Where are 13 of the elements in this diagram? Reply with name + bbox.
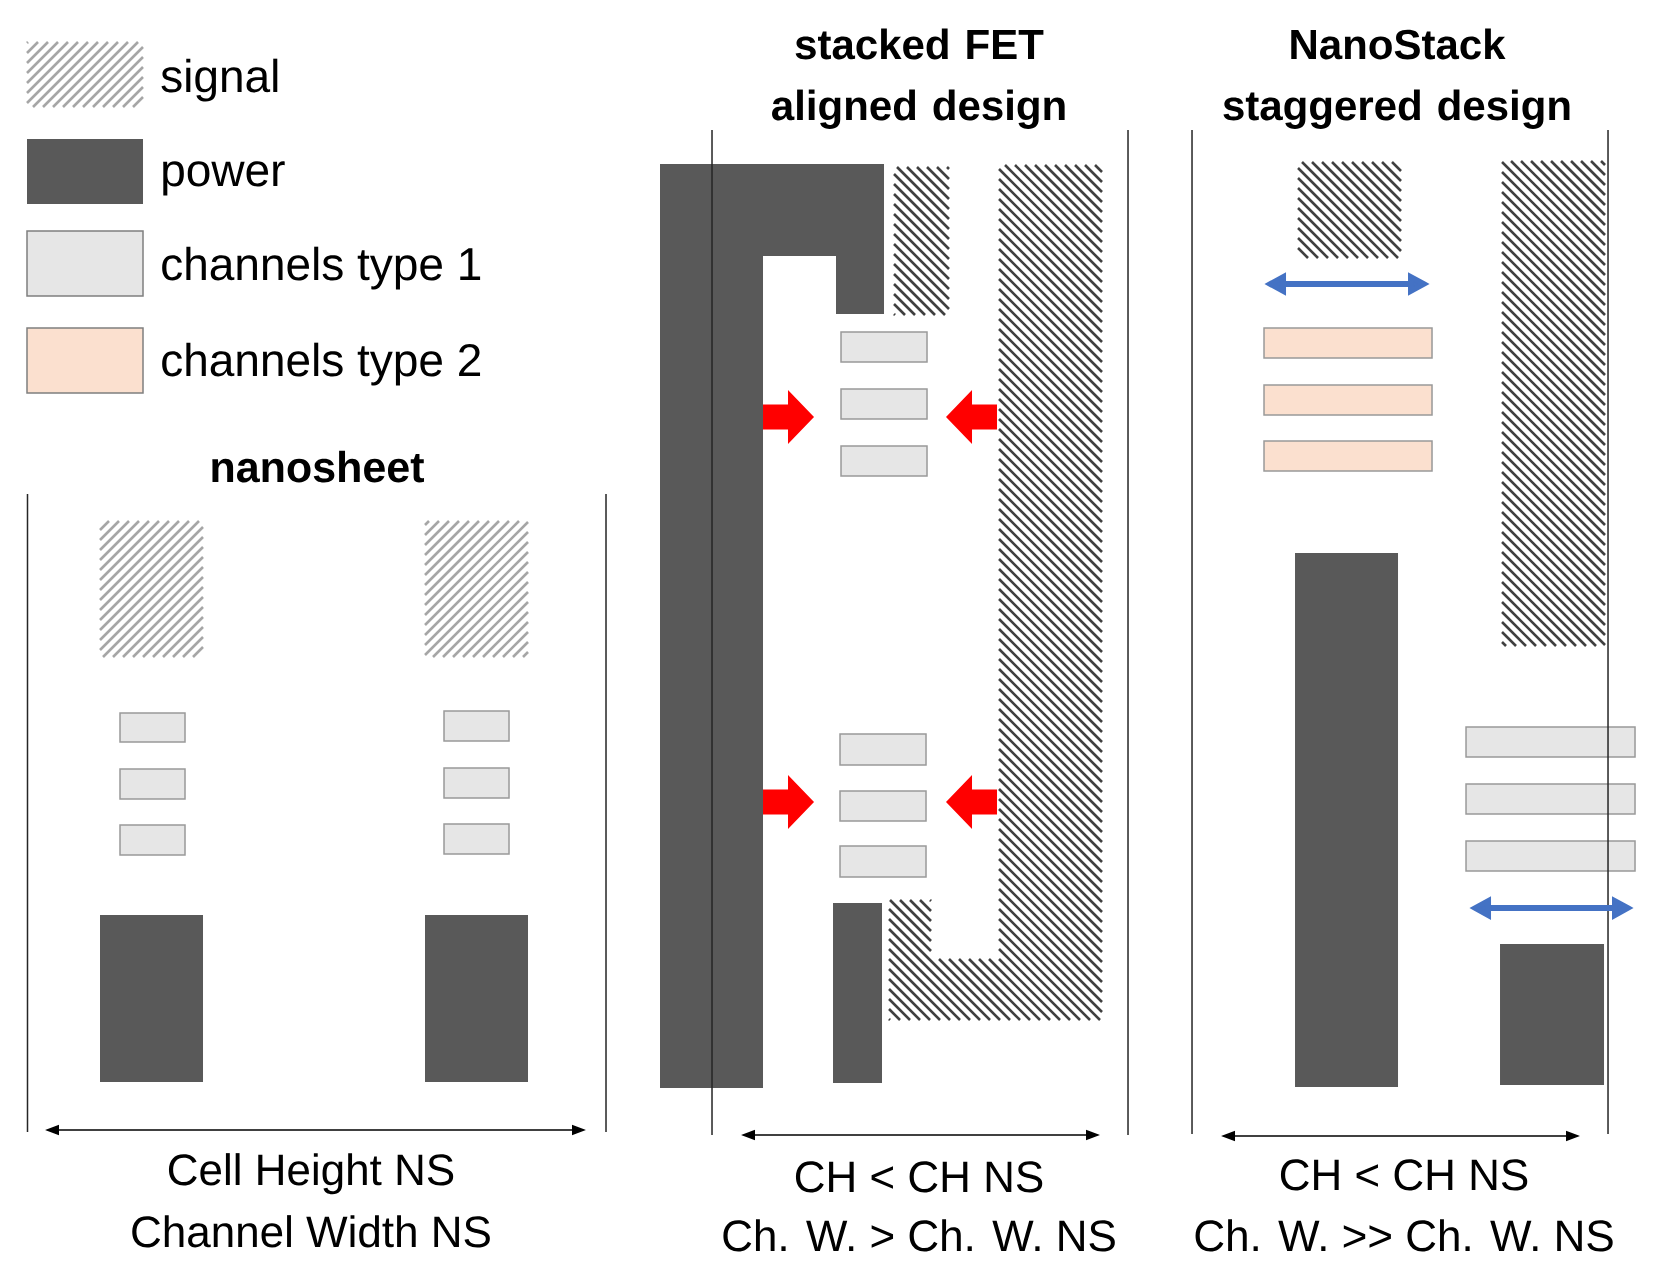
legend-label: channels type 1 xyxy=(162,246,481,290)
caption: Channel Width NS xyxy=(132,1215,490,1248)
legend-label: signal xyxy=(161,58,278,102)
legend-label: channels type 2 xyxy=(162,342,481,386)
panel-title: nanosheet xyxy=(212,450,424,483)
panel-title: stacked FET aligned design xyxy=(772,28,1065,129)
legend-label: power xyxy=(163,161,285,196)
caption: Ch. W. > Ch. W. NS xyxy=(723,1219,1115,1252)
caption: CH < CH NS xyxy=(795,1161,1043,1193)
panel-title: NanoStack staggered design xyxy=(1223,28,1570,129)
caption: Ch. W. >> Ch. W. NS xyxy=(1195,1219,1613,1252)
caption: CH < CH NS xyxy=(1280,1159,1528,1191)
caption: Cell Height NS xyxy=(168,1153,454,1195)
